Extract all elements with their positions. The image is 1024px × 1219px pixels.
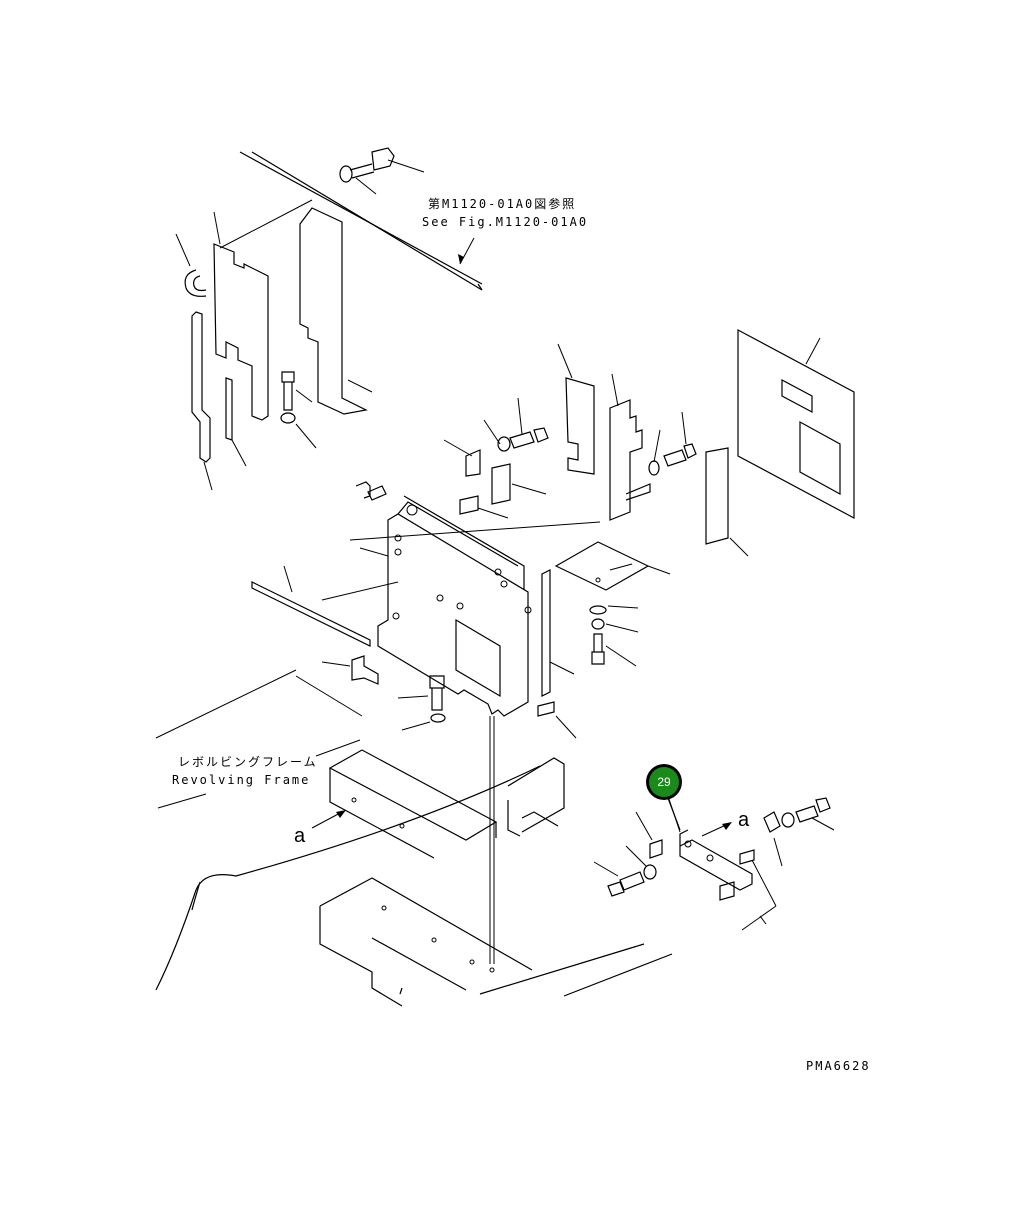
frame-label-en: Revolving Frame bbox=[172, 773, 310, 787]
frame-label: レボルビングフレーム Revolving Frame bbox=[155, 669, 363, 809]
reference-note: 第M1120-01A0図参照 See Fig.M1120-01A0 bbox=[422, 196, 588, 265]
small-bracket-assembly: a bbox=[593, 795, 835, 931]
frame-label-jp: レボルビングフレーム bbox=[178, 755, 318, 769]
callout-number: 29 bbox=[657, 775, 671, 789]
callout-badge[interactable] bbox=[649, 767, 679, 797]
view-arrow-left: a bbox=[294, 810, 346, 847]
drawing-code: PMA6628 bbox=[806, 1059, 871, 1073]
reference-note-en: See Fig.M1120-01A0 bbox=[422, 215, 588, 229]
view-marker-right: a bbox=[738, 809, 750, 831]
right-plates-assembly bbox=[443, 328, 855, 557]
callout-leader-line bbox=[667, 797, 681, 831]
revolving-frame bbox=[155, 749, 673, 1007]
callout-29[interactable]: 29 bbox=[646, 764, 682, 831]
view-marker-left: a bbox=[294, 825, 306, 847]
upper-cover-assembly bbox=[175, 147, 483, 491]
main-box bbox=[251, 481, 671, 964]
reference-note-jp: 第M1120-01A0図参照 bbox=[428, 196, 576, 211]
